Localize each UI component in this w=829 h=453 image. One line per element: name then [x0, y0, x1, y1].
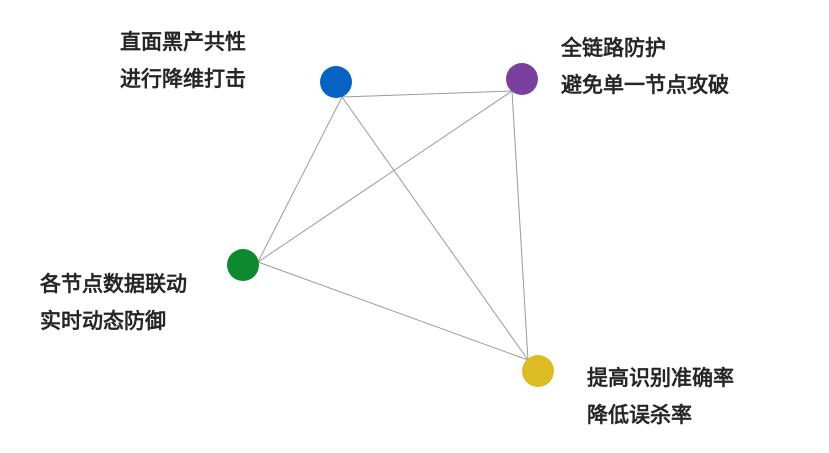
label-yellow: 提高识别准确率 降低误杀率: [587, 360, 734, 434]
node-green: [227, 249, 259, 281]
node-yellow: [522, 355, 554, 387]
edge-blue-purple: [341, 90, 513, 98]
node-blue: [320, 66, 352, 98]
label-line: 降低误杀率: [587, 403, 692, 427]
label-line: 直面黑产共性: [120, 30, 246, 54]
edge-blue-green: [257, 96, 343, 263]
label-line: 进行降维打击: [120, 67, 246, 91]
label-line: 全链路防护: [561, 36, 666, 60]
label-line: 避免单一节点攻破: [561, 73, 729, 97]
label-green: 各节点数据联动 实时动态防御: [40, 266, 187, 340]
label-purple: 全链路防护 避免单一节点攻破: [561, 30, 729, 104]
edge-purple-green: [257, 90, 513, 263]
edges: [257, 90, 529, 361]
label-blue: 直面黑产共性 进行降维打击: [120, 24, 246, 98]
edge-green-yellow: [257, 261, 529, 361]
node-purple: [506, 63, 538, 95]
nodes: [227, 63, 554, 387]
label-line: 提高识别准确率: [587, 366, 734, 390]
label-line: 实时动态防御: [40, 309, 166, 333]
edge-blue-yellow: [341, 96, 529, 361]
label-line: 各节点数据联动: [40, 272, 187, 296]
edge-purple-yellow: [511, 90, 529, 361]
